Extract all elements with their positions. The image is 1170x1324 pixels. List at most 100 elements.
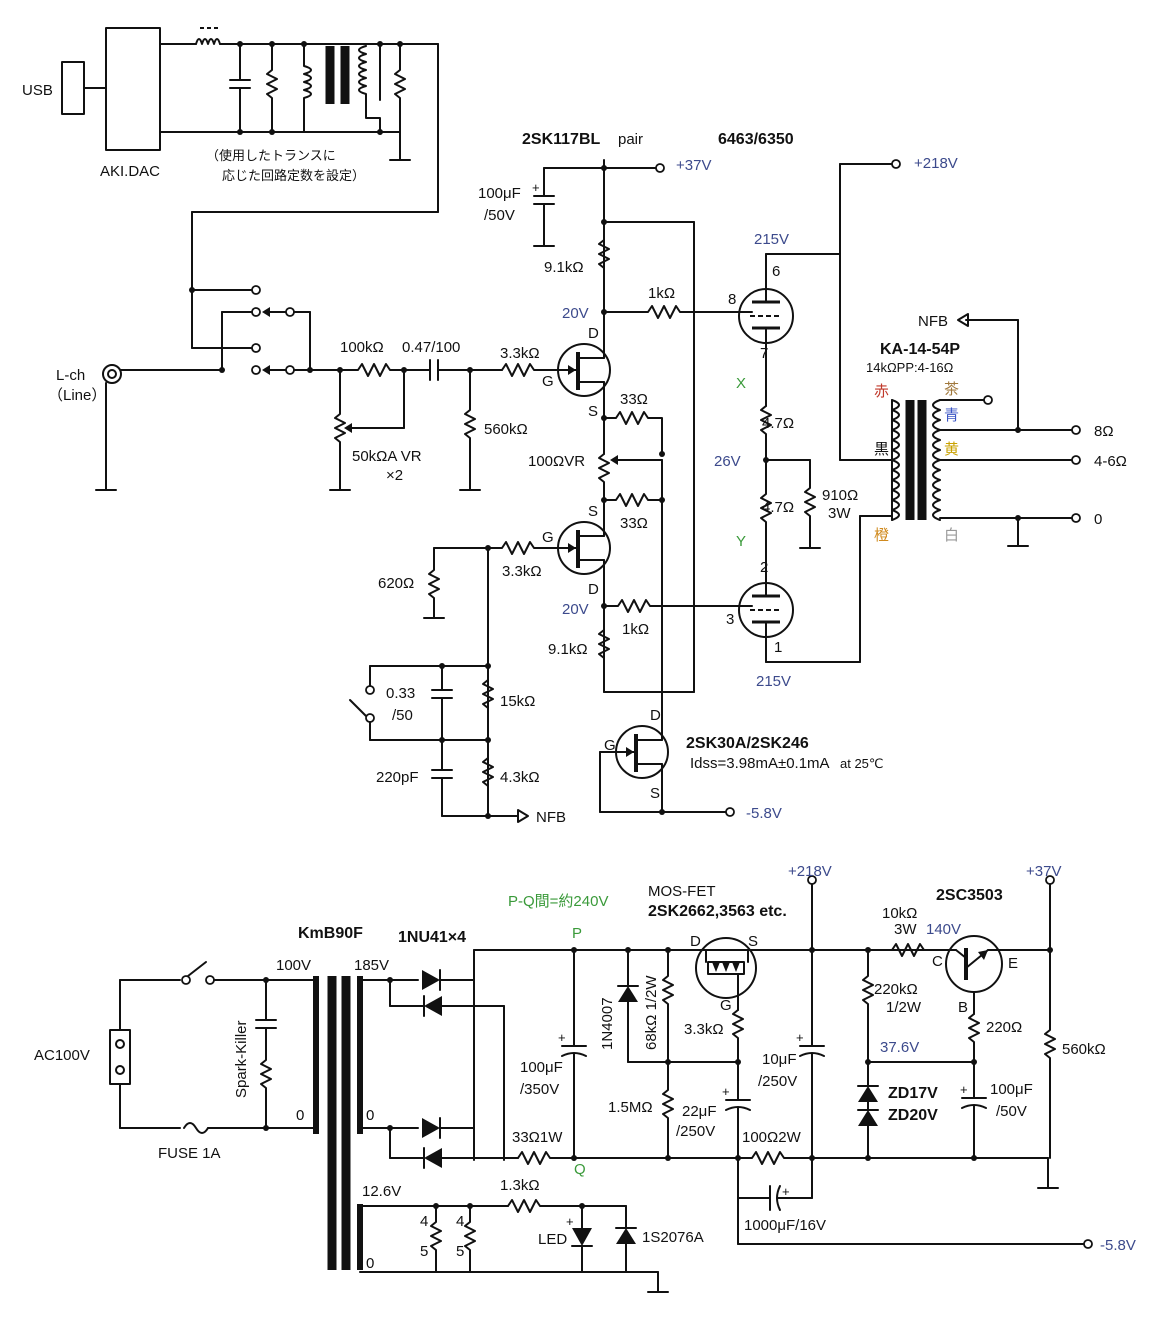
led-label: LED — [538, 1231, 567, 1248]
r15k-label: 15kΩ — [500, 693, 535, 710]
r9k1-bot-label: 9.1kΩ — [548, 641, 588, 658]
zd17-label: ZD17V — [888, 1085, 938, 1102]
x-label: X — [736, 375, 746, 392]
wire-white-label: 白 — [944, 527, 959, 544]
otl-label: KA-14-54P — [880, 341, 960, 358]
r100-2w-label: 100Ω2W — [742, 1129, 802, 1146]
r1k-top-label: 1kΩ — [648, 285, 675, 302]
low-voltage-regulator: + — [811, 875, 1059, 1189]
trans-note-line2: 応じた回路定数を設定） — [222, 168, 365, 183]
nfb-switch-icon — [349, 699, 369, 719]
usb-connector — [61, 61, 107, 115]
wire-black-label: 黒 — [874, 441, 889, 458]
zd20-label: ZD20V — [888, 1107, 938, 1124]
vrx2-label: ×2 — [386, 467, 403, 484]
prim-0-label: 0 — [296, 1107, 304, 1124]
wire-blue-label: 青 — [944, 407, 959, 424]
r3k3-bot-label: 3.3kΩ — [502, 563, 542, 580]
input-selector-switch[interactable] — [189, 211, 341, 375]
c1000-label: 1000μF/16V — [744, 1217, 826, 1234]
r910w-label: 3W — [828, 505, 851, 522]
c10-label: 10μF — [762, 1051, 797, 1068]
v100-label: 100V — [276, 957, 311, 974]
pin3-label: 3 — [726, 611, 734, 628]
g-label-ccs: G — [604, 737, 616, 754]
q-label: Q — [574, 1161, 586, 1178]
r220k-label: 220kΩ — [874, 981, 918, 998]
r68k-label: 68kΩ 1/2W — [643, 975, 660, 1050]
v376-label: 37.6V — [880, 1039, 919, 1056]
otl-spec-label: 14kΩPP:4-16Ω — [866, 360, 954, 375]
nfb-network — [349, 663, 529, 823]
pin8-label: 8 — [728, 291, 736, 308]
r560k-label: 560kΩ — [484, 421, 528, 438]
v37-signal-label: +37V — [676, 157, 711, 174]
r3k3-top-label: 3.3kΩ — [500, 345, 540, 362]
r4r7b-label: 4.7Ω — [762, 499, 794, 516]
wire-yellow-label: 黄 — [944, 441, 959, 458]
vr100-label: 100ΩVR — [528, 453, 585, 470]
v140-label: 140V — [926, 921, 961, 938]
ac100v-label: AC100V — [34, 1047, 90, 1064]
svg-text:+: + — [960, 1082, 968, 1097]
r9k1-top-label: 9.1kΩ — [544, 259, 584, 276]
y-label: Y — [736, 533, 746, 550]
source-network — [598, 411, 665, 709]
out-0-label: 0 — [1094, 511, 1102, 528]
mosfet-label: MOS-FET — [648, 883, 716, 900]
pq-label: P-Q間=約240V — [508, 893, 608, 910]
nfb-out-label: NFB — [536, 809, 566, 826]
svg-text:+: + — [782, 1184, 790, 1199]
bridge-rectifier — [359, 949, 813, 1169]
v218-pwr-label: +218V — [788, 863, 832, 880]
r33-bot-label: 33Ω — [620, 515, 648, 532]
lch-input-jack[interactable] — [95, 364, 225, 491]
d-label-top: D — [588, 325, 599, 342]
c100u-pwr-label: 100μF — [990, 1081, 1033, 1098]
vneg-signal-label: -5.8V — [746, 805, 782, 822]
mos-g-label: G — [720, 997, 732, 1014]
d-label-bot: D — [588, 581, 599, 598]
idss-at-label: at 25℃ — [840, 756, 884, 771]
c100-350v-label: /350V — [520, 1081, 559, 1098]
ac-input[interactable] — [109, 961, 317, 1134]
r100k-label: 100kΩ — [340, 339, 384, 356]
d1s-label: 1S2076A — [642, 1229, 704, 1246]
tr-b-label: B — [958, 999, 968, 1016]
d1n4007-label: 1N4007 — [599, 997, 616, 1050]
tr-label: 2SC3503 — [936, 887, 1003, 904]
inductor-icon — [195, 38, 221, 45]
lch-label: L-ch — [56, 367, 85, 384]
cathode-network — [760, 405, 821, 583]
c22v-label: /250V — [676, 1123, 715, 1140]
svg-text:+: + — [558, 1030, 566, 1045]
fuse-label: FUSE 1A — [158, 1145, 221, 1162]
volume-stage — [329, 359, 503, 491]
tr-e-label: E — [1008, 955, 1018, 972]
c047-label: 0.47/100 — [402, 339, 460, 356]
wire-red-label: 赤 — [874, 383, 889, 400]
wire-orange-label: 橙 — [874, 527, 889, 544]
s-label-bot: S — [588, 503, 598, 520]
n4a-label: 4 — [420, 1213, 428, 1230]
tr-c-label: C — [932, 953, 943, 970]
mos-s-label: S — [748, 933, 758, 950]
v218-signal-label: +218V — [914, 155, 958, 172]
output-transformer — [839, 159, 1081, 547]
n4b-label: 4 — [456, 1213, 464, 1230]
sec-0b-label: 0 — [366, 1255, 374, 1272]
v37-pwr-label: +37V — [1026, 863, 1061, 880]
r33-1w-label: 33Ω1W — [512, 1129, 563, 1146]
signal-section: USB AKI.DAC （使用したトランスに 応じた回路定数を設定） — [22, 27, 1127, 826]
trans-note-line1: （使用したトランスに — [206, 148, 336, 163]
line-label: （Line） — [48, 387, 106, 404]
c100uv-pwr-label: /50V — [996, 1103, 1027, 1120]
dac-output-filter — [159, 27, 439, 213]
fet-2sk117-top — [501, 159, 611, 455]
r560k-pwr-label: 560kΩ — [1062, 1041, 1106, 1058]
wire-brown-label: 茶 — [944, 381, 959, 398]
c22-label: 22μF — [682, 1103, 717, 1120]
p-label: P — [572, 925, 582, 942]
r4k3-label: 4.3kΩ — [500, 769, 540, 786]
